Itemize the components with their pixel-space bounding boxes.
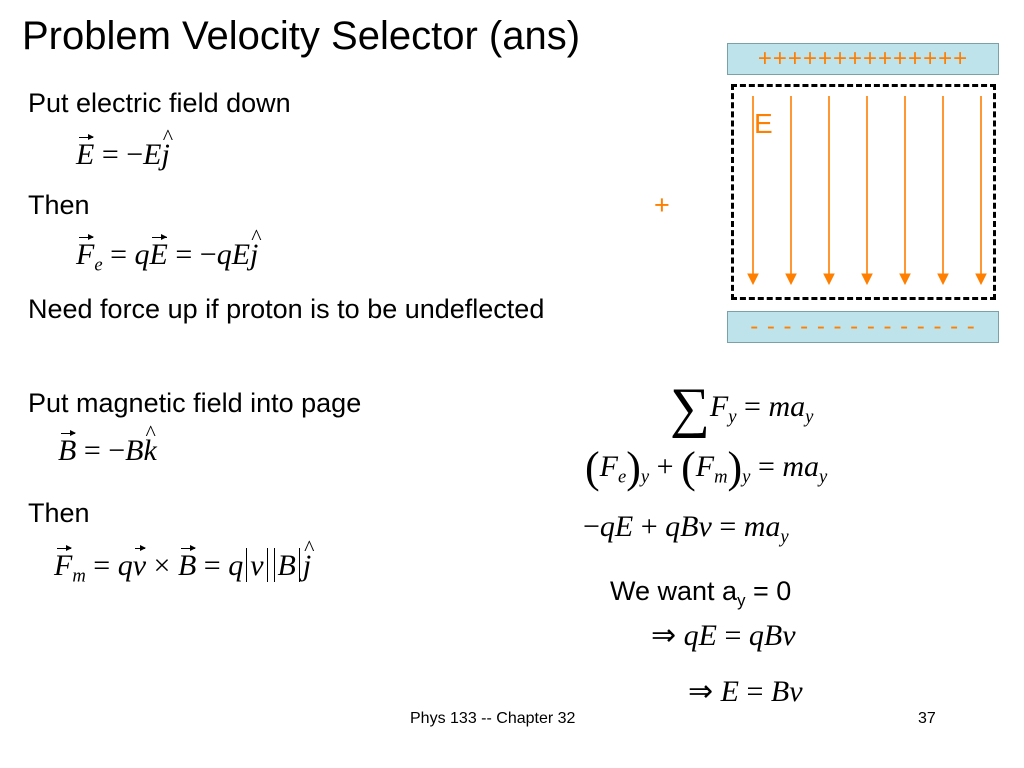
field-arrow-head: [861, 273, 873, 286]
equation-sum-forces: ∑Fy = may: [670, 377, 814, 439]
field-label-e: E: [754, 108, 773, 139]
equation-e-equals-bv: ⇒ E = Bv: [688, 675, 803, 708]
field-arrow-head: [975, 273, 987, 286]
footer-page-number: 37: [918, 710, 936, 727]
field-arrow-head: [937, 273, 949, 286]
text-need-force-up: Need force up if proton is to be undefle…: [28, 294, 545, 324]
text-then-1: Then: [28, 190, 90, 220]
negative-plate: - - - - - - - - - - - - - -: [727, 311, 999, 343]
slide-title: Problem Velocity Selector (ans): [22, 14, 581, 58]
field-arrows: [747, 96, 987, 286]
text-we-want: We want ay = 0: [610, 576, 792, 610]
positive-plate: ++++++++++++++: [727, 43, 999, 75]
field-region: [731, 84, 996, 300]
equation-magnetic-force: Fm = qv × B = qvBj: [54, 535, 315, 585]
equation-electric-field: E = −Ej: [76, 124, 174, 172]
equation-magnetic-field: B = −Bk: [58, 420, 157, 468]
plus-marker: +: [654, 190, 670, 220]
equation-electric-force: Fe = qE = −qEj: [76, 224, 262, 274]
field-arrow-head: [899, 273, 911, 286]
equation-substituted: −qE + qBv = may: [583, 510, 789, 548]
footer-course: Phys 133 -- Chapter 32: [410, 710, 576, 727]
equation-force-components: (Fe)y + (Fm)y = may: [585, 443, 828, 492]
field-arrow-head: [785, 273, 797, 286]
field-arrow-head: [823, 273, 835, 286]
text-then-2: Then: [28, 498, 90, 528]
equation-qe-equals-qbv: ⇒ qE = qBv: [651, 619, 796, 652]
field-arrow-head: [747, 273, 759, 286]
text-electric-field-down: Put electric field down: [28, 88, 291, 118]
text-magnetic-field-into-page: Put magnetic field into page: [28, 388, 362, 418]
